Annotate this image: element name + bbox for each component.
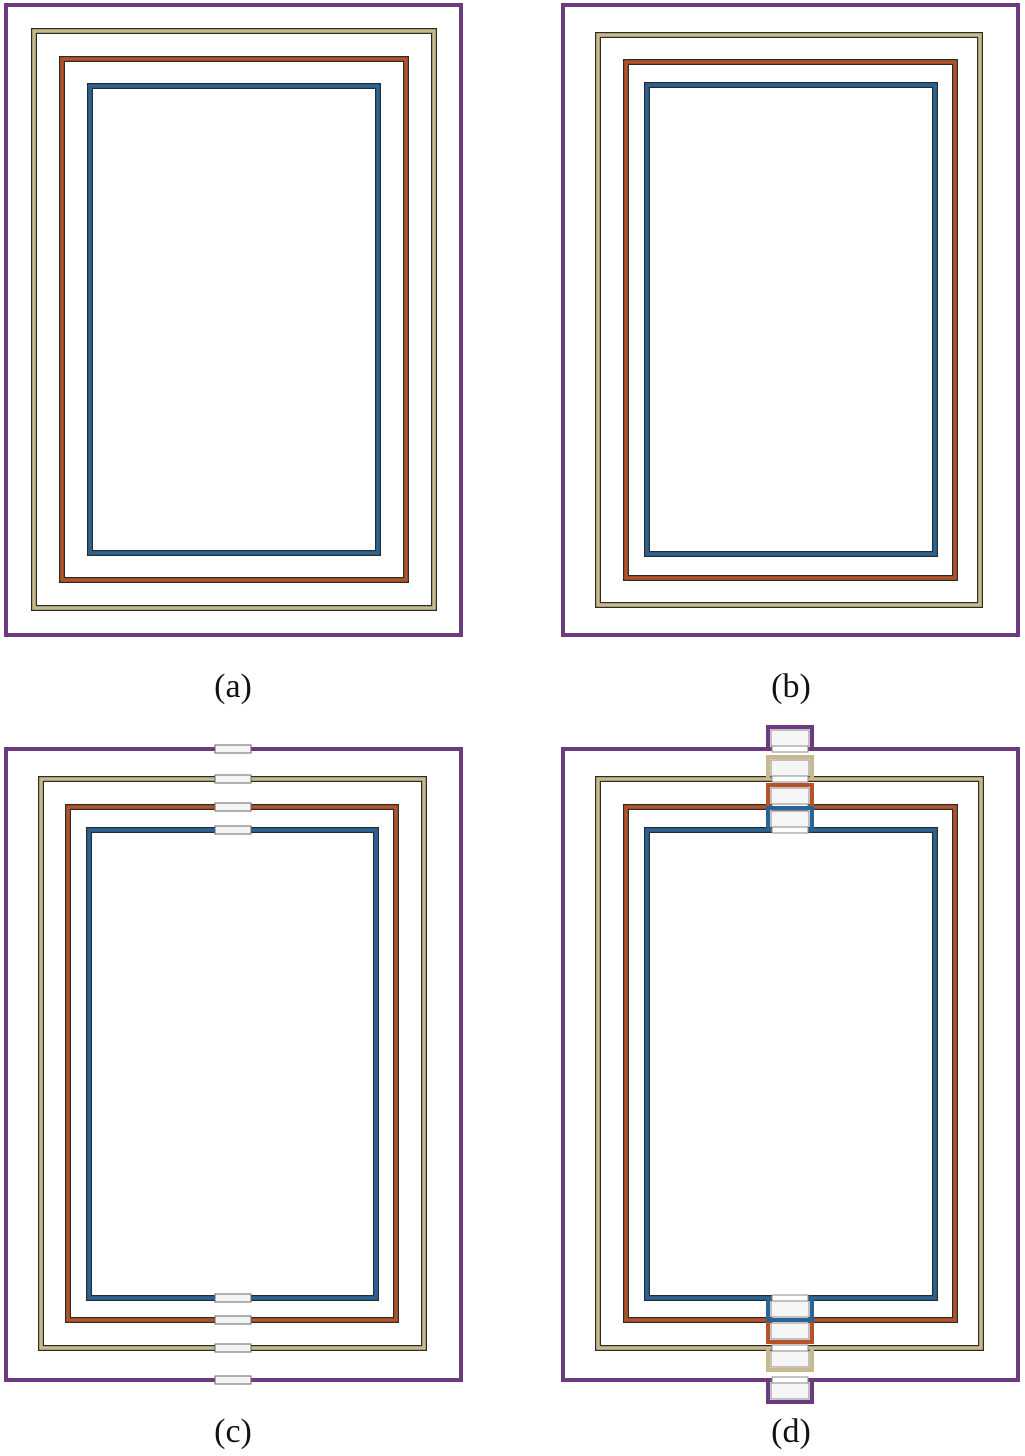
d-third-ring-edge (623, 804, 958, 1323)
b-second-ring (596, 33, 982, 607)
d-bridge-top-0-pad (770, 729, 810, 747)
panel-c (4, 744, 463, 1385)
b-outer-ring (561, 3, 1020, 637)
a-third-ring-edge (59, 56, 409, 583)
panel-b (561, 3, 1020, 637)
d-bridge-top-2 (766, 783, 814, 807)
d-bridge-bottom-0-gap (771, 1376, 809, 1384)
d-second-ring-edge (595, 776, 984, 1351)
c-connector-top-3 (214, 825, 252, 835)
d-third-ring (624, 805, 957, 1322)
c-inner-ring (87, 828, 378, 1300)
a-third-ring (60, 57, 408, 582)
d-bridge-bottom-0 (766, 1380, 814, 1404)
a-inner-ring-edge (87, 83, 381, 556)
d-bridge-bottom-0-pad (770, 1382, 810, 1400)
d-inner-ring (645, 828, 937, 1300)
d-bridge-top-3 (766, 806, 814, 830)
a-outer-ring (4, 3, 463, 637)
d-bridge-top-1-pad (770, 759, 810, 777)
a-second-ring-edge (31, 28, 437, 611)
d-bridge-bottom-2 (766, 1320, 814, 1344)
c-connector-top-1 (214, 774, 252, 784)
d-bridge-top-1 (766, 755, 814, 779)
d-inner-ring-edge (644, 827, 938, 1301)
d-second-ring (596, 777, 983, 1350)
c-inner-ring-edge (86, 827, 379, 1301)
d-bridge-bottom-3-gap (771, 1294, 809, 1302)
c-second-ring-edge (38, 776, 427, 1351)
d-bridge-bottom-3 (766, 1298, 814, 1322)
b-inner-ring (645, 83, 937, 556)
d-bridge-bottom-1-gap (771, 1344, 809, 1352)
c-connector-top-0 (214, 744, 252, 754)
b-inner-ring-edge (644, 82, 938, 557)
b-third-ring-edge (623, 59, 958, 581)
panel-d (561, 725, 1020, 1404)
c-third-ring-edge (65, 804, 399, 1323)
c-connector-bottom-1 (214, 1343, 252, 1353)
d-bridge-top-0-gap (771, 745, 809, 753)
d-bridge-bottom-3-pad (770, 1300, 810, 1318)
b-second-ring-edge (595, 32, 983, 608)
d-bridge-bottom-1-pad (770, 1350, 810, 1368)
c-third-ring (66, 805, 398, 1322)
c-outer-ring (4, 747, 463, 1382)
c-second-ring (39, 777, 426, 1350)
a-inner-ring (88, 84, 380, 555)
caption-b: (b) (771, 668, 811, 705)
d-bridge-top-3-pad (770, 810, 810, 828)
d-bridge-bottom-1 (766, 1348, 814, 1372)
a-second-ring (32, 29, 436, 610)
caption-d: (d) (771, 1413, 811, 1450)
d-bridge-top-3-gap (771, 826, 809, 834)
d-bridge-top-2-pad (770, 787, 810, 805)
c-connector-bottom-0 (214, 1375, 252, 1385)
caption-c: (c) (214, 1413, 252, 1450)
c-connector-bottom-3 (214, 1293, 252, 1303)
b-third-ring (624, 60, 957, 580)
d-bridge-bottom-2-pad (770, 1322, 810, 1340)
d-outer-ring (561, 747, 1020, 1382)
c-connector-bottom-2 (214, 1315, 252, 1325)
d-bridge-top-0 (766, 725, 814, 749)
panel-a (4, 3, 463, 637)
caption-a: (a) (214, 668, 252, 705)
c-connector-top-2 (214, 802, 252, 812)
d-bridge-top-1-gap (771, 775, 809, 783)
